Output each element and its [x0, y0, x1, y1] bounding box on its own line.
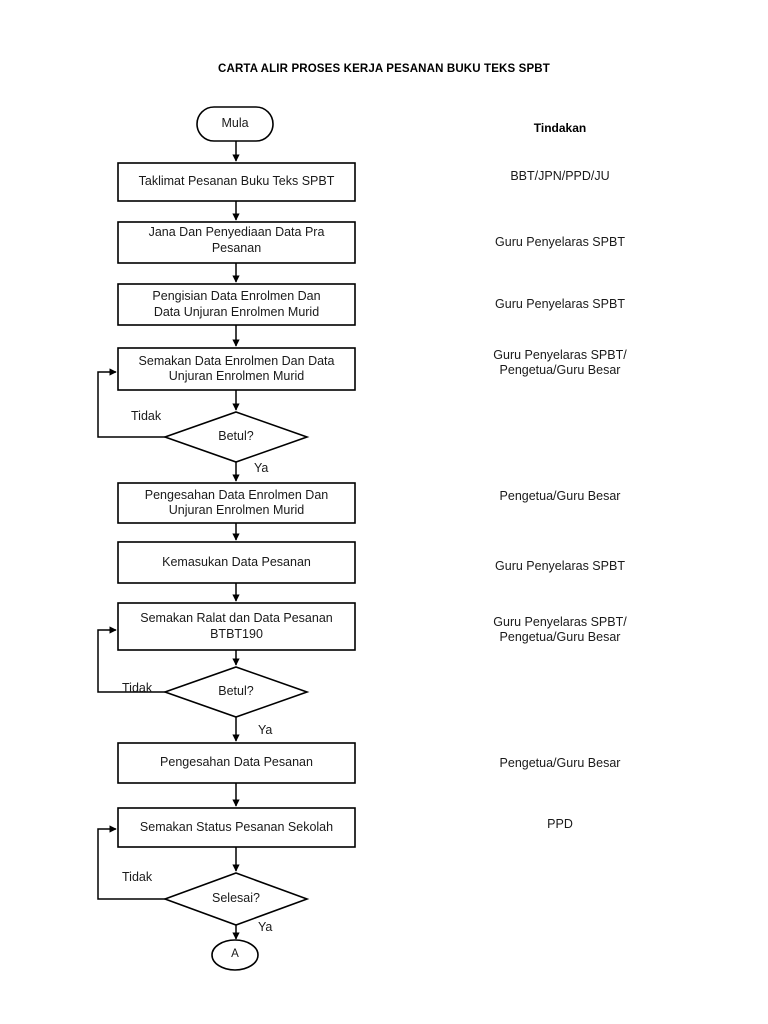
edge-label-d2-yes: Ya [258, 723, 273, 737]
edge-label-d3-yes: Ya [258, 920, 273, 934]
page-title: CARTA ALIR PROSES KERJA PESANAN BUKU TEK… [218, 63, 550, 75]
action-label-p9: PPD [547, 817, 573, 831]
node-p3-shape [117, 283, 356, 326]
action-label-p8: Pengetua/Guru Besar [499, 756, 621, 770]
action-label-p2: Guru Penyelaras SPBT [495, 235, 625, 249]
node-d2-shape [162, 666, 310, 718]
edge-d2-loop-no [97, 626, 165, 693]
node-p4-shape [117, 347, 356, 391]
edge-label-d1-yes: Ya [254, 461, 269, 475]
node-p2-shape [117, 221, 356, 264]
node-connA-shape [211, 939, 259, 971]
column-header-tindakan: Tindakan [533, 121, 587, 135]
node-p5-shape [117, 482, 356, 524]
action-label-p5: Pengetua/Guru Besar [499, 489, 621, 503]
node-p8-shape [117, 742, 356, 784]
node-p9-shape [117, 807, 356, 848]
node-p7-shape [117, 602, 356, 651]
node-p6-shape [117, 541, 356, 584]
action-label-p4: Guru Penyelaras SPBT/ Pengetua/Guru Besa… [493, 348, 627, 377]
action-label-p3: Guru Penyelaras SPBT [495, 297, 625, 311]
edge-label-d3-no: Tidak [122, 870, 153, 884]
edge-d3-loop-no [97, 825, 165, 900]
edge-label-d1-no: Tidak [131, 409, 162, 423]
node-d1-shape [162, 411, 310, 463]
action-label-p1: BBT/JPN/PPD/JU [510, 169, 610, 183]
node-p1-shape [117, 162, 356, 202]
edge-label-d2-no: Tidak [122, 681, 153, 695]
action-label-p7: Guru Penyelaras SPBT/ Pengetua/Guru Besa… [493, 615, 627, 644]
node-d3-shape [162, 872, 310, 926]
edge-d1-loop-no [97, 368, 165, 438]
action-label-p6: Guru Penyelaras SPBT [495, 559, 625, 573]
node-start-shape [196, 106, 274, 142]
